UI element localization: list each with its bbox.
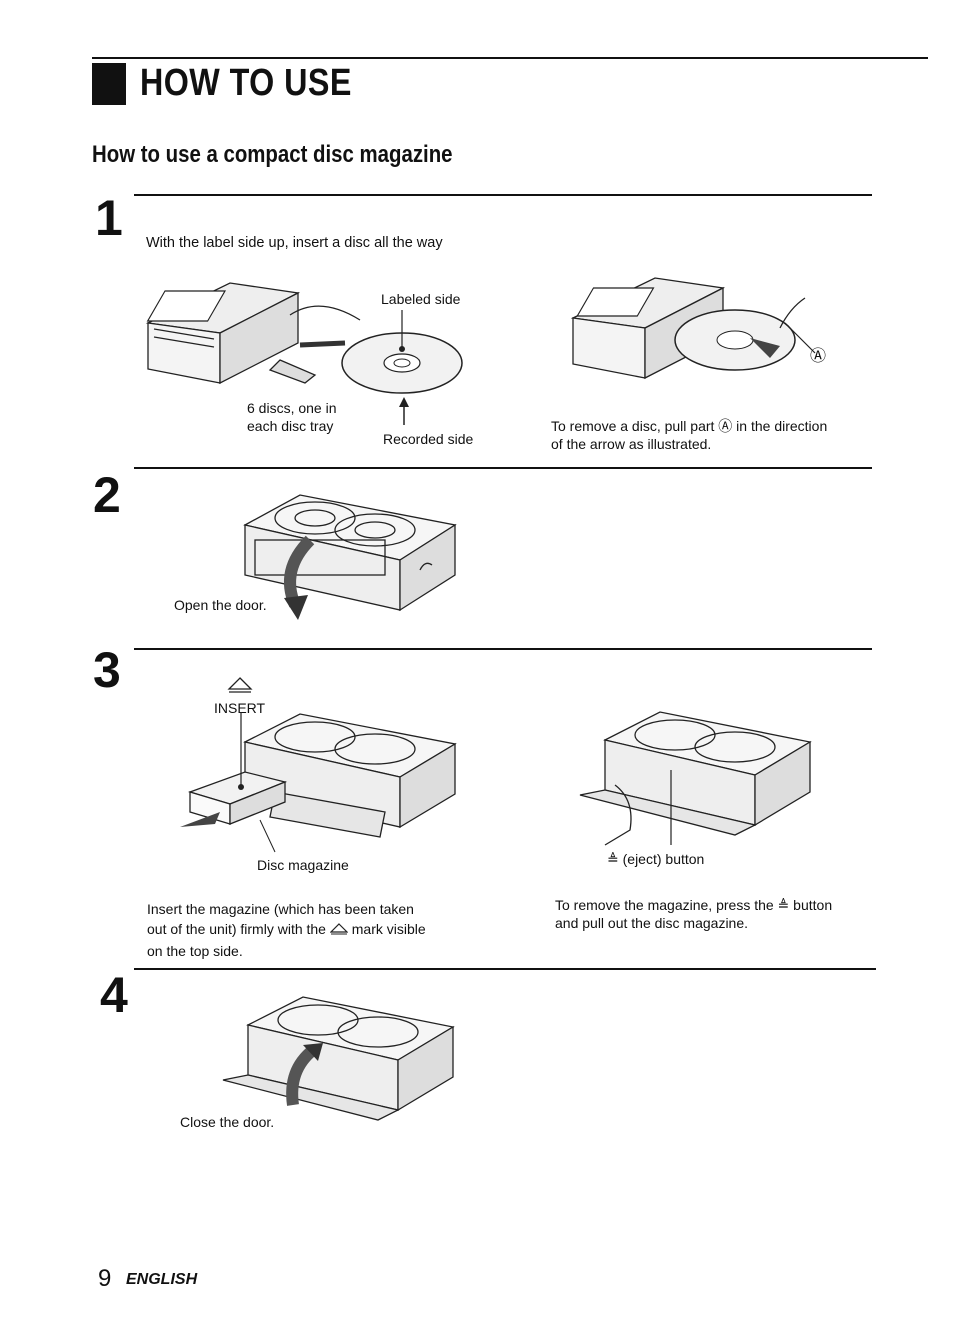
page-subtitle: How to use a compact disc magazine — [92, 141, 453, 168]
insert-magazine-text-line2: out of the unit) firmly with the mark vi… — [147, 920, 426, 938]
section-title: HOW TO USE — [140, 62, 352, 104]
open-door-caption: Open the door. — [174, 597, 267, 613]
close-door-illustration — [222, 996, 455, 1121]
recorded-side-label: Recorded side — [383, 431, 474, 447]
remove-disc-illustration — [570, 277, 816, 380]
six-discs-label-line2: each disc tray — [247, 418, 334, 434]
insert-magazine-text-line1: Insert the magazine (which has been take… — [147, 901, 414, 917]
insert-line2-start: out of the unit) firmly with the — [147, 921, 326, 937]
step-4-rule — [134, 968, 876, 970]
eject-magazine-illustration — [579, 711, 812, 846]
disc-magazine-label: Disc magazine — [257, 857, 349, 873]
insert-magazine-illustration — [180, 712, 457, 853]
page-number: 9 — [98, 1265, 112, 1292]
remove-disc-text-line1: To remove a disc, pull part Ⓐ in the dir… — [551, 418, 828, 434]
insert-triangle-icon — [227, 677, 253, 693]
insert-mark-icon — [329, 923, 349, 935]
step-2-rule — [134, 467, 872, 469]
step-1-number: 1 — [95, 190, 123, 246]
remove-magazine-text-line2: and pull out the disc magazine. — [555, 915, 749, 931]
close-door-caption: Close the door. — [180, 1114, 275, 1130]
step-2-number: 2 — [93, 467, 121, 523]
part-a-marker: Ⓐ — [810, 348, 827, 365]
insert-line2-end: mark visible — [351, 921, 426, 937]
labeled-side-label: Labeled side — [381, 291, 461, 307]
step-3-number: 3 — [93, 642, 121, 698]
insert-magazine-text-line3: on the top side. — [147, 943, 243, 959]
footer-language: ENGLISH — [126, 1271, 198, 1288]
step-1-rule — [134, 194, 872, 196]
open-door-illustration — [243, 494, 457, 620]
step-4-number: 4 — [100, 967, 128, 1023]
six-discs-label-line1: 6 discs, one in — [247, 400, 337, 416]
magazine-disc-insert-illustration — [145, 282, 463, 425]
remove-disc-text-line2: of the arrow as illustrated. — [551, 436, 712, 452]
remove-magazine-text-line1: To remove the magazine, press the ≜ butt… — [555, 897, 833, 913]
top-rule — [92, 57, 928, 59]
step-3-rule — [134, 648, 872, 650]
insert-label: INSERT — [214, 700, 266, 716]
section-title-block — [92, 63, 126, 105]
step-1-instruction: With the label side up, insert a disc al… — [146, 235, 443, 251]
eject-button-label: ≜ (eject) button — [607, 851, 705, 867]
